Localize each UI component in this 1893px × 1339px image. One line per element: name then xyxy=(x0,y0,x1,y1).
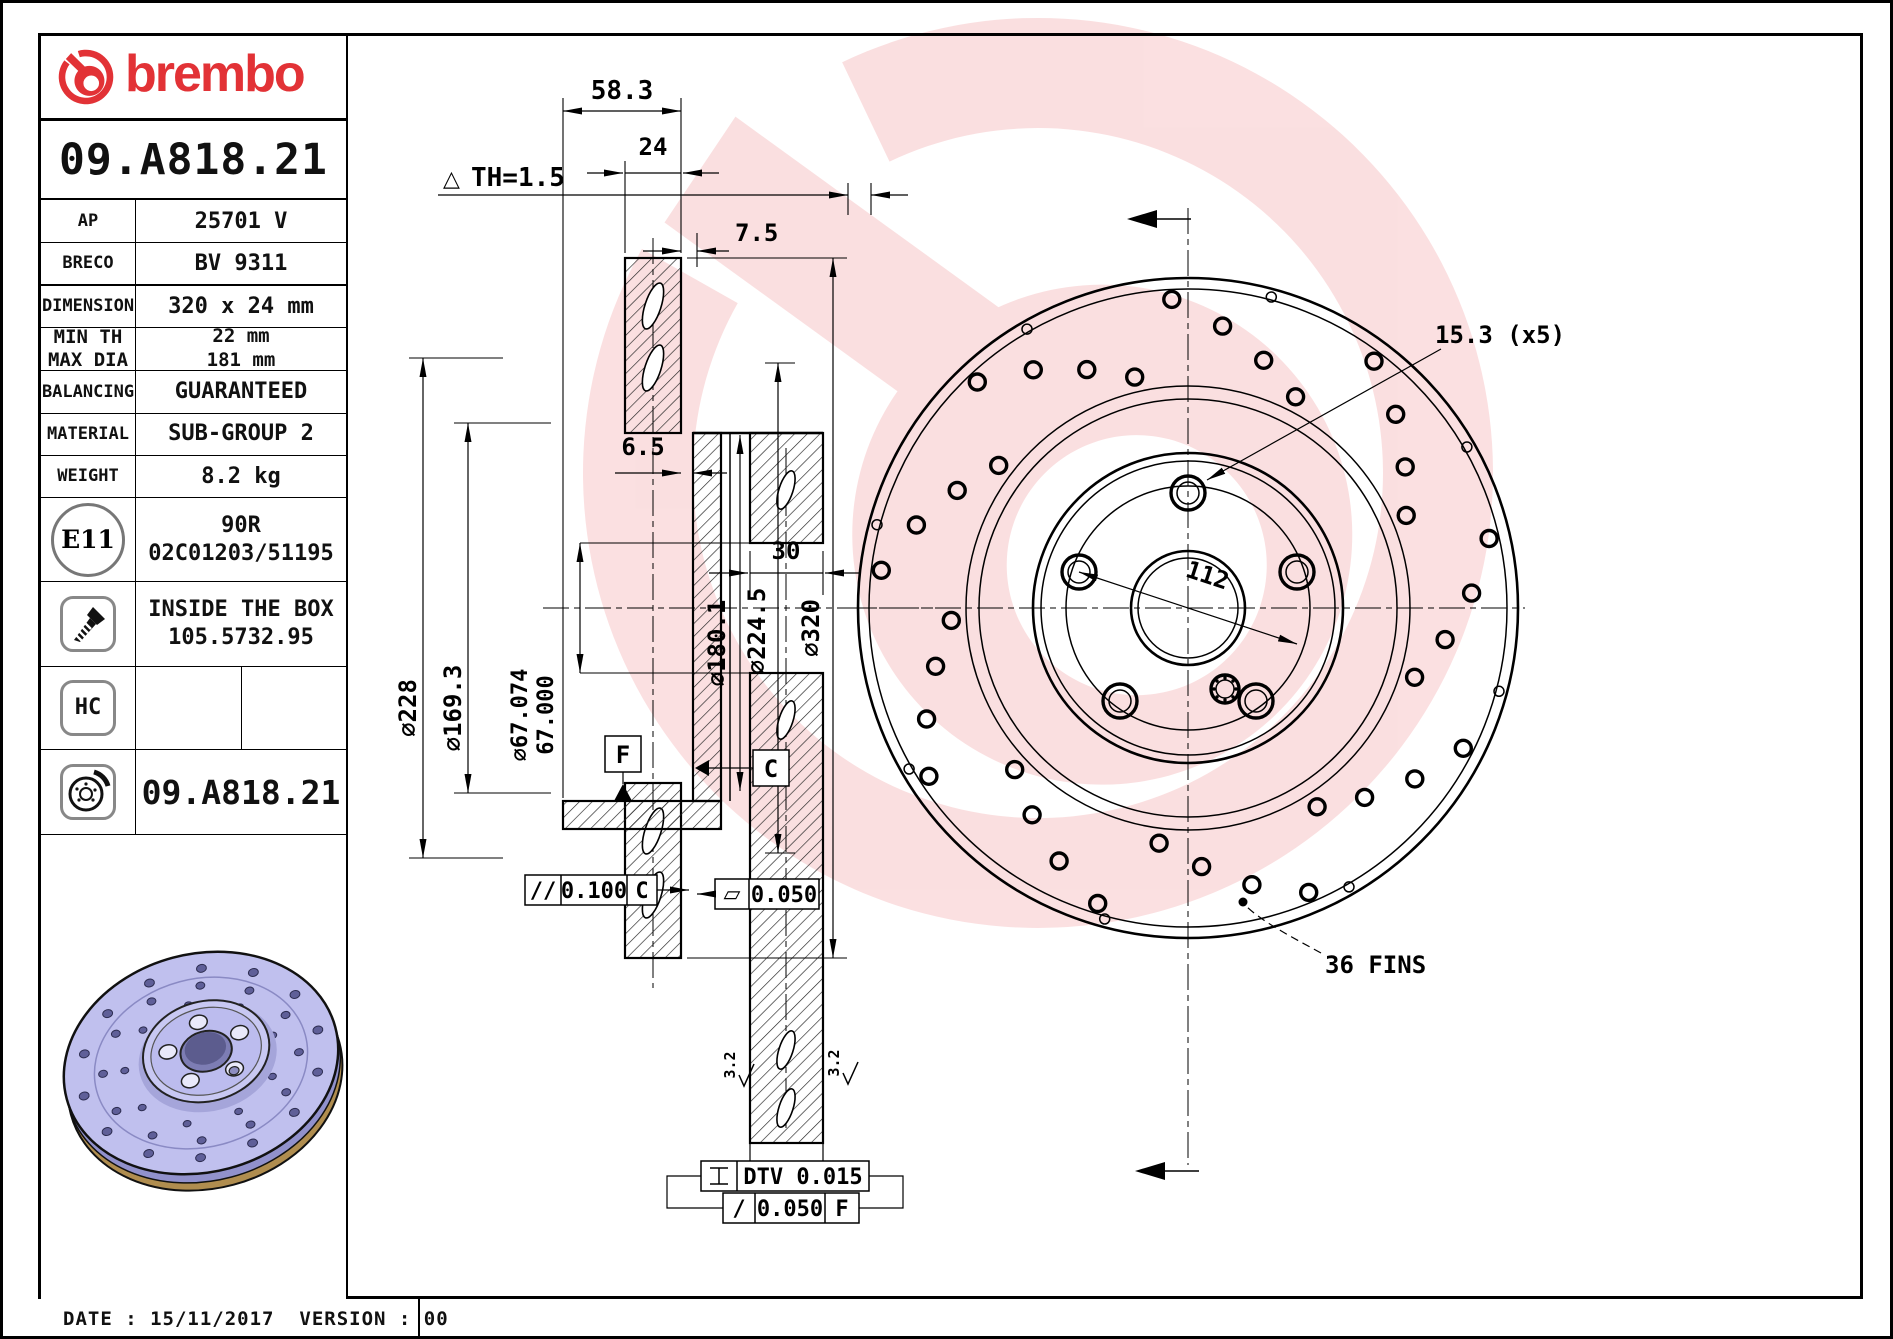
screw-icon xyxy=(60,595,116,652)
spec-panel: brembo 09.A818.21 AP 25701 V BRECO BV 93… xyxy=(38,33,348,1299)
dim-overall-width: 58.3 xyxy=(591,76,654,106)
brembo-watermark-icon xyxy=(583,18,1493,928)
spec-value-weight: 8.2 kg xyxy=(201,463,281,489)
spec-label-balancing: BALANCING xyxy=(41,370,136,413)
brake-disc-icon xyxy=(60,764,116,821)
spec-label-dimension: DIMENSION xyxy=(41,286,136,327)
min-th-triangle: △ xyxy=(443,167,460,192)
part-number: 09.A818.21 xyxy=(41,121,346,201)
technical-drawing: 58.3 24 △ TH=1.5 7.5 6.5 xyxy=(394,18,1565,1224)
runout-tolerance-frame: / 0.050 F xyxy=(722,1192,860,1224)
screw-cell xyxy=(41,582,136,666)
dtv-tolerance-frame: DTV 0.015 xyxy=(700,1160,870,1192)
datum-c-label: C xyxy=(764,755,778,783)
disc-cell xyxy=(41,750,136,834)
roughness-mark-left: 3.2 xyxy=(721,1051,755,1088)
svg-text:F: F xyxy=(835,1197,848,1222)
svg-text:C: C xyxy=(635,879,648,904)
dim-pad-offset: 7.5 xyxy=(735,219,778,247)
disc-3d-render xyxy=(41,835,346,1299)
flatness-icon: ▱ xyxy=(724,882,741,907)
flatness-tolerance-frame: ▱ 0.050 xyxy=(697,878,820,910)
footer-bar: DATE : 15/11/2017 VERSION : 00 xyxy=(38,1299,1863,1336)
dia-228: ∅228 xyxy=(394,679,422,737)
e11-badge-icon: E11 xyxy=(51,502,125,577)
spec-value-balancing: GUARANTEED xyxy=(174,379,308,404)
svg-text:3.2: 3.2 xyxy=(825,1049,843,1076)
svg-text:0.050: 0.050 xyxy=(757,1197,823,1222)
brand-name: brembo xyxy=(125,44,306,103)
parallelism-icon: // xyxy=(530,879,557,904)
svg-text:0.050: 0.050 xyxy=(751,883,817,908)
dim-disc-thickness: 24 xyxy=(639,133,668,161)
front-view: 112 15.3 (x5) 36 FINS xyxy=(851,208,1565,1180)
total-run-out-icon xyxy=(710,1167,728,1185)
spec-label-ap: AP xyxy=(41,200,136,243)
dim-hat-gap: 6.5 xyxy=(621,433,664,461)
roughness-mark-right: 3.2 xyxy=(825,1049,859,1086)
spec-label-weight: WEIGHT xyxy=(41,455,136,498)
footer-divider xyxy=(418,1299,420,1336)
spec-value-ap: 25701 V xyxy=(194,208,288,234)
spec-value-dimension: 320 x 24 mm xyxy=(168,293,314,319)
date-version-line: DATE : 15/11/2017 VERSION : 00 xyxy=(63,1308,449,1330)
section-view: 58.3 24 △ TH=1.5 7.5 6.5 xyxy=(394,76,933,1224)
boxed-part-number: 09.A818.21 xyxy=(141,772,341,812)
dia-320: ∅320 xyxy=(797,599,825,657)
parallelism-tolerance-frame: // 0.100 C xyxy=(524,874,689,906)
runout-icon: / xyxy=(732,1197,745,1222)
dia-67-lower: 67.000 xyxy=(534,675,559,754)
spec-value-breco: BV 9311 xyxy=(194,250,288,276)
drilled-holes-pattern xyxy=(871,289,1505,925)
svg-text:3.2: 3.2 xyxy=(721,1051,739,1078)
hole-spec-label: 15.3 (x5) xyxy=(1435,321,1565,349)
brembo-logo-icon xyxy=(58,49,114,105)
fins-label: 36 FINS xyxy=(1325,951,1426,979)
dia-224: ∅224.5 xyxy=(743,588,771,675)
dia-67-upper: ∅67.074 xyxy=(508,669,533,762)
rotation-arrow-top xyxy=(1127,210,1191,228)
spec-label-breco: BRECO xyxy=(41,243,136,285)
svg-text:DTV 0.015: DTV 0.015 xyxy=(743,1165,862,1190)
hc-icon: HC xyxy=(60,679,116,736)
spec-value-material: SUB-GROUP 2 xyxy=(168,421,314,447)
rotation-arrow-bottom xyxy=(1135,1162,1199,1180)
spec-label-material: MATERIAL xyxy=(41,413,136,455)
hc-cell: HC xyxy=(41,666,136,750)
locking-pin-hole xyxy=(1209,673,1241,705)
svg-text:0.100: 0.100 xyxy=(561,879,627,904)
min-th-note: TH=1.5 xyxy=(471,163,565,193)
brand-header: brembo xyxy=(41,36,346,121)
dia-169: ∅169.3 xyxy=(439,665,467,752)
datum-f-label: F xyxy=(616,741,630,769)
dia-180: ∅180.1 xyxy=(703,600,731,687)
hc-value-empty xyxy=(136,666,346,750)
e-mark-cell: E11 xyxy=(41,498,136,581)
